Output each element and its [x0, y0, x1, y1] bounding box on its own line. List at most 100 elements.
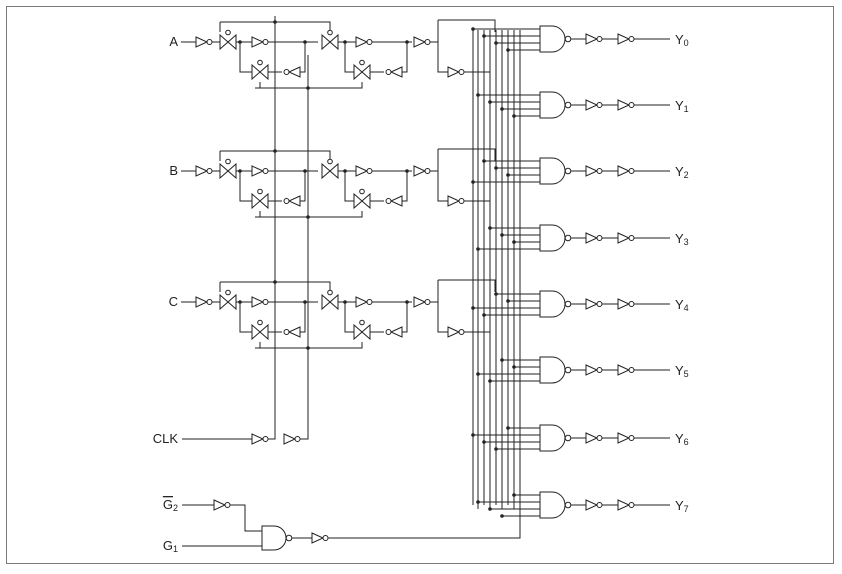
junction-dot: [500, 107, 504, 111]
transmission-gate: [353, 63, 371, 81]
inverter-gate: [617, 298, 631, 310]
inverter-gate: [617, 432, 631, 444]
transmission-gate-bubble: [327, 29, 333, 36]
inverter-bubble: [262, 168, 269, 174]
inverter-bubble: [206, 168, 213, 174]
junction-dot: [476, 372, 480, 376]
inverter-bubble: [628, 301, 635, 307]
junction-dot: [303, 169, 307, 173]
wire: [437, 42, 448, 73]
inverter-bubble: [458, 69, 465, 75]
inverter-bubble: [366, 39, 373, 45]
inverter-bubble: [283, 329, 290, 335]
transmission-gate: [219, 33, 237, 51]
inverter-bubble: [458, 198, 465, 204]
inverter-gate: [251, 36, 265, 48]
nand-bubble: [564, 501, 572, 509]
inverter-gate: [585, 165, 599, 177]
inverter-bubble: [366, 168, 373, 174]
inverter-bubble: [262, 299, 269, 305]
wire: [320, 150, 331, 161]
inverter-gate: [617, 33, 631, 45]
output-label-y7: Y7: [675, 498, 689, 514]
inverter-gate: [585, 432, 599, 444]
wire: [239, 171, 252, 202]
junction-dot: [405, 169, 409, 173]
transmission-gate-bubble: [225, 158, 231, 165]
inverter-gate: [195, 36, 209, 48]
wires: [181, 16, 670, 547]
transmission-gate-bubble: [225, 29, 231, 36]
junction-dot: [482, 159, 486, 163]
wire: [430, 20, 439, 43]
junction-dot: [273, 280, 277, 284]
inverter-bubble: [206, 299, 213, 305]
inverter-gate: [585, 499, 599, 511]
output-label-y5: Y5: [675, 363, 689, 379]
nand-bubble: [564, 167, 572, 175]
wire: [352, 211, 363, 218]
inverter-bubble: [424, 299, 431, 305]
junction-dot: [512, 493, 516, 497]
junction-dot: [500, 514, 504, 518]
inverter-bubble: [322, 535, 329, 541]
junction-dot: [273, 149, 277, 153]
junction-dot: [488, 507, 492, 511]
inverter-gate: [251, 165, 265, 177]
inverter-gate: [447, 326, 461, 338]
wire: [300, 302, 306, 333]
nand-gate: [539, 424, 566, 452]
inverter-bubble: [262, 436, 269, 442]
wire: [437, 302, 448, 333]
transmission-gate-bubble: [327, 158, 333, 165]
inverter-gate: [389, 66, 403, 78]
junction-dot: [494, 292, 498, 296]
junction-dot: [512, 240, 516, 244]
transmission-gate-bubble: [225, 289, 231, 296]
junction-dot: [506, 426, 510, 430]
output-label-y3: Y3: [675, 231, 689, 247]
wire: [430, 149, 439, 172]
junction-dot: [306, 86, 310, 90]
wire: [402, 302, 408, 333]
nand-bubble: [564, 366, 572, 374]
inverter-gate: [355, 36, 369, 48]
transmission-gate-bubble: [359, 188, 365, 195]
junction-dot: [273, 20, 277, 24]
inverter-bubble: [596, 235, 603, 241]
inverter-bubble: [385, 329, 392, 335]
inverter-gate: [617, 165, 631, 177]
inverter-bubble: [283, 69, 290, 75]
wire: [328, 515, 521, 539]
inverter-gate: [355, 165, 369, 177]
inverter-bubble: [628, 36, 635, 42]
wire: [438, 19, 496, 32]
junction-dot: [500, 358, 504, 362]
junction-dot: [506, 48, 510, 52]
inverter-bubble: [628, 168, 635, 174]
junction-dot: [488, 379, 492, 383]
junction-dot: [471, 180, 475, 184]
wire: [352, 342, 363, 349]
junction-dot: [238, 300, 242, 304]
transmission-gate: [353, 192, 371, 210]
junction-dot: [494, 447, 498, 451]
transmission-gate: [251, 192, 269, 210]
input-label-c: C: [169, 294, 178, 309]
input-label-g2-bar: G2: [163, 497, 178, 513]
inverter-bubble: [596, 301, 603, 307]
junction-dot: [343, 169, 347, 173]
transmission-gate: [321, 293, 339, 311]
input-label-b: B: [169, 163, 178, 178]
inverter-gate: [355, 296, 369, 308]
junction-dot: [494, 166, 498, 170]
inverter-gate: [413, 165, 427, 177]
junction-dot: [343, 40, 347, 44]
junction-dot: [471, 433, 475, 437]
inverter-gate: [617, 232, 631, 244]
junction-dot: [476, 93, 480, 97]
inverter-gate: [617, 364, 631, 376]
wire: [344, 42, 354, 73]
transmission-gate: [321, 162, 339, 180]
